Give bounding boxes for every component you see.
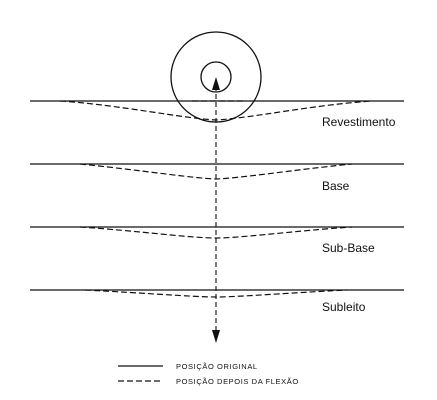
layer-base: Base xyxy=(30,164,404,193)
load-axis-arrowhead-bottom xyxy=(212,330,220,343)
legend-deflected-label: POSIÇÃO DEPOIS DA FLEXÃO xyxy=(176,377,299,386)
layer-label: Sub-Base xyxy=(322,241,375,255)
layer-label: Revestimento xyxy=(322,115,396,129)
layer-sub-base: Sub-Base xyxy=(30,227,404,255)
legend-original-label: POSIÇÃO ORIGINAL xyxy=(176,362,258,371)
load-axis-arrowhead-top xyxy=(212,77,220,90)
layer-subleito: Subleito xyxy=(30,290,404,314)
layer-label: Base xyxy=(322,179,350,193)
layer-label: Subleito xyxy=(322,300,366,314)
legend: POSIÇÃO ORIGINAL POSIÇÃO DEPOIS DA FLEXÃ… xyxy=(118,362,299,386)
load-axis-arrow xyxy=(212,77,220,343)
layer-revestimento: Revestimento xyxy=(30,101,404,129)
